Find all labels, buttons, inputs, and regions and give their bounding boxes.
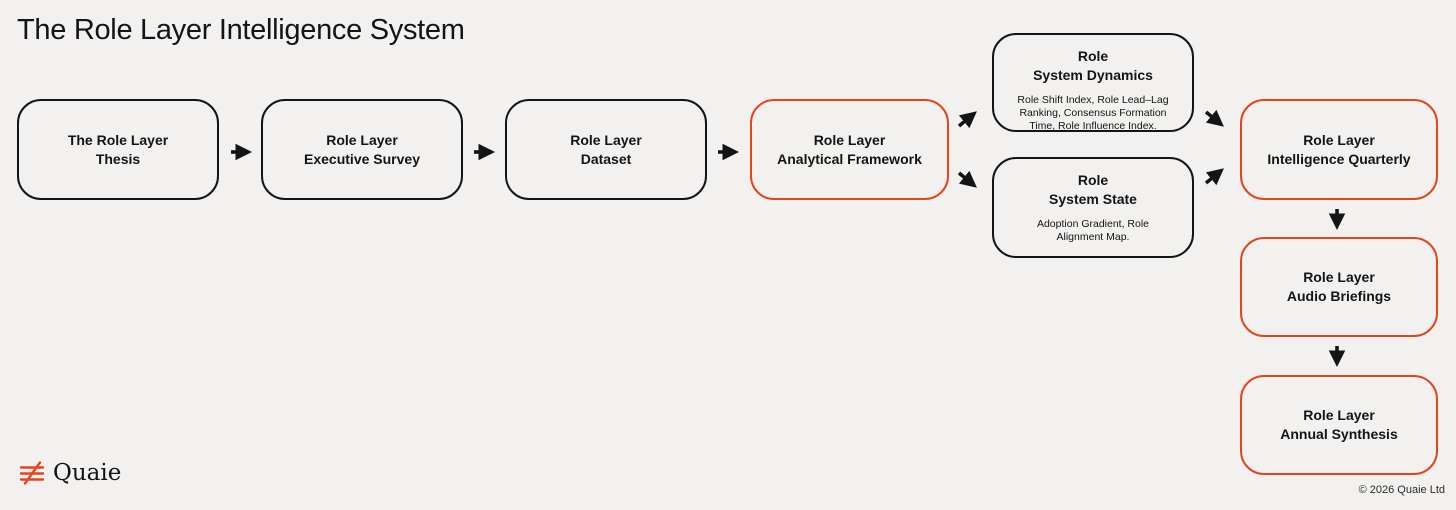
node-label: Role Layer Dataset xyxy=(570,131,642,169)
page-title: The Role Layer Intelligence System xyxy=(17,14,465,46)
node-label-line: Intelligence Quarterly xyxy=(1267,150,1411,167)
node-label-line: System Dynamics xyxy=(1033,67,1153,83)
node-label-line: Thesis xyxy=(95,150,141,167)
node-label: Role Layer Analytical Framework xyxy=(777,131,922,169)
node-label: Role System Dynamics xyxy=(1033,47,1153,85)
node-label: Role Layer Audio Briefings xyxy=(1287,268,1391,306)
node-caption: Role Shift Index, Role Lead–Lag Ranking,… xyxy=(1017,94,1169,132)
node-label-line: Role xyxy=(1077,48,1109,64)
arrow-framework-to-state xyxy=(957,170,977,188)
not-identical-icon xyxy=(19,461,45,485)
node-label-line: Role Layer xyxy=(1303,269,1375,285)
node-label: Role Layer Intelligence Quarterly xyxy=(1267,131,1410,169)
node-label-line: Role Layer xyxy=(1303,407,1375,423)
node-audio-briefings: Role Layer Audio Briefings xyxy=(1240,237,1438,337)
arrow-dynamics-to-quarterly xyxy=(1204,109,1224,127)
node-analytical-framework: Role Layer Analytical Framework xyxy=(750,99,949,200)
node-annual-synthesis: Role Layer Annual Synthesis xyxy=(1240,375,1438,475)
node-label-line: The Role Layer xyxy=(67,131,169,148)
node-label-line: Role xyxy=(1077,172,1109,188)
node-label-line: Executive Survey xyxy=(304,150,420,167)
node-label-line: Role Layer xyxy=(813,131,886,148)
node-label-line: System State xyxy=(1049,191,1137,207)
node-label: The Role Layer Thesis xyxy=(68,131,168,169)
node-label-line: Role Layer xyxy=(570,131,642,148)
arrow-framework-to-dynamics xyxy=(957,111,977,129)
node-label: Role System State xyxy=(1049,171,1137,209)
node-intelligence-quarterly: Role Layer Intelligence Quarterly xyxy=(1240,99,1438,200)
node-label-line: Audio Briefings xyxy=(1286,288,1392,304)
node-role-layer-thesis: The Role Layer Thesis xyxy=(17,99,219,200)
node-executive-survey: Role Layer Executive Survey xyxy=(261,99,463,200)
node-system-state: Role System State Adoption Gradient, Rol… xyxy=(992,157,1194,258)
node-label-line: Analytical Framework xyxy=(777,150,922,167)
node-label-line: Role Layer xyxy=(326,131,398,148)
arrow-state-to-quarterly xyxy=(1204,168,1224,186)
node-label-line: Dataset xyxy=(580,150,632,167)
node-dataset: Role Layer Dataset xyxy=(505,99,707,200)
copyright-text: © 2026 Quaie Ltd xyxy=(1358,484,1445,496)
node-label: Role Layer Executive Survey xyxy=(304,131,420,169)
node-label: Role Layer Annual Synthesis xyxy=(1280,406,1397,444)
brand-logo: Quaie xyxy=(19,460,121,486)
node-label-line: Role Layer xyxy=(1303,131,1375,148)
node-caption: Adoption Gradient, Role Alignment Map. xyxy=(1036,218,1150,243)
node-system-dynamics: Role System Dynamics Role Shift Index, R… xyxy=(992,33,1194,132)
node-label-line: Annual Synthesis xyxy=(1280,426,1398,442)
brand-wordmark: Quaie xyxy=(53,459,122,486)
